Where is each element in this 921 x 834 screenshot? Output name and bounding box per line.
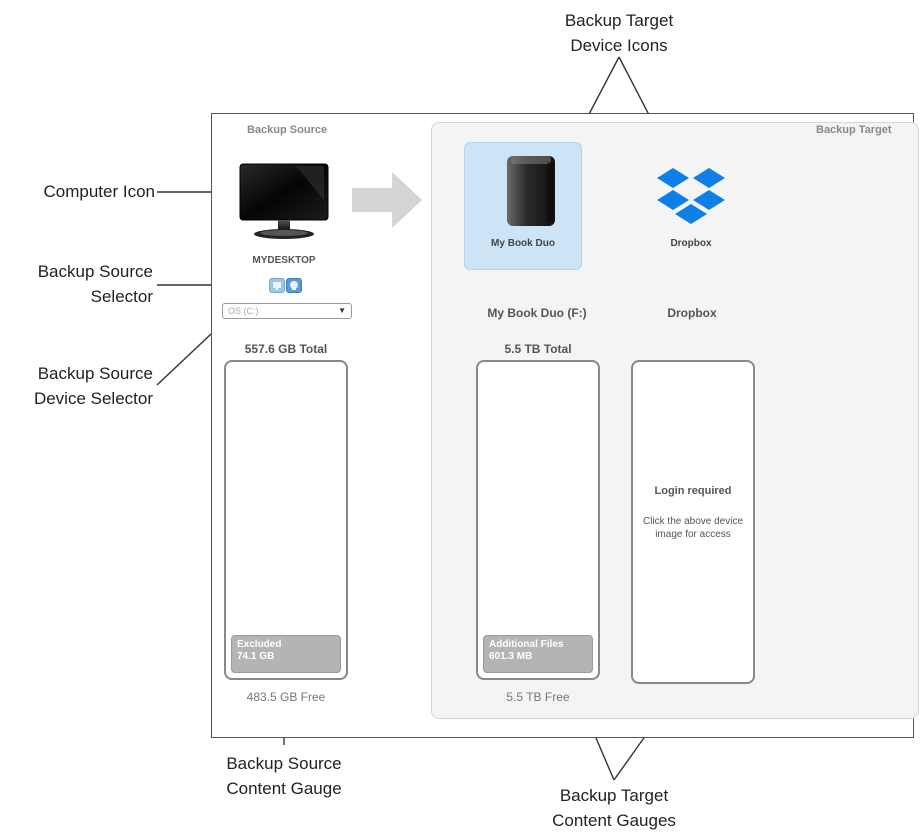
callout-text: Backup Target	[564, 11, 674, 30]
dropbox-icon[interactable]	[656, 164, 726, 228]
device-label-dropbox: Dropbox	[670, 238, 712, 249]
callout-text: Device Icons	[570, 36, 668, 55]
source-free-label: 483.5 GB Free	[246, 690, 326, 704]
callout-text: Backup Target	[559, 786, 669, 805]
callout-text: Computer Icon	[43, 182, 156, 201]
target1-name: My Book Duo (F:)	[487, 306, 587, 320]
callout-backup-source-device-selector: Backup Source Device Selector	[0, 361, 153, 411]
login-required-title: Login required	[654, 485, 732, 497]
computer-icon[interactable]	[236, 160, 332, 242]
backup-source-title: Backup Source	[247, 124, 328, 136]
source-excluded-fill[interactable]: Excluded 74.1 GB	[231, 635, 341, 673]
callout-target-device-icons: Backup Target Device Icons	[524, 8, 714, 58]
source-computer-button[interactable]	[269, 278, 285, 293]
callout-backup-source-content-gauge: Backup Source Content Gauge	[184, 751, 384, 801]
backup-target-content-gauge-dropbox[interactable]	[631, 360, 755, 684]
device-label-my-book-duo: My Book Duo	[491, 238, 555, 249]
callout-backup-target-content-gauges: Backup Target Content Gauges	[514, 783, 714, 833]
callout-text: Backup Source	[37, 262, 153, 281]
target2-name: Dropbox	[667, 306, 717, 320]
backup-target-content-gauge-my-book-duo: Additional Files 601.3 MB	[476, 360, 600, 680]
network-drive-icon	[290, 281, 298, 290]
fill-label: Additional Files	[489, 639, 564, 650]
backup-target-title: Backup Target	[816, 124, 892, 136]
fill-size: 74.1 GB	[237, 651, 275, 662]
callout-text: Content Gauges	[552, 811, 676, 830]
backup-source-content-gauge: Excluded 74.1 GB	[224, 360, 348, 680]
target1-additional-files-fill[interactable]: Additional Files 601.3 MB	[483, 635, 593, 673]
select-value: OS (C:)	[228, 306, 259, 316]
callout-text: Backup Source	[226, 754, 342, 773]
callout-text: Backup Source	[37, 364, 153, 383]
callout-backup-source-selector: Backup Source Selector	[0, 259, 153, 309]
source-total-label: 557.6 GB Total	[244, 342, 328, 356]
backup-source-device-select[interactable]: OS (C:) ▼	[222, 303, 352, 319]
computer-name: MYDESKTOP	[252, 255, 316, 266]
callout-text: Selector	[90, 287, 153, 306]
fill-label: Excluded	[237, 639, 282, 650]
callout-computer-icon: Computer Icon	[0, 179, 156, 204]
login-required-message: Click the above device image for access	[642, 516, 744, 540]
source-network-button[interactable]	[286, 278, 302, 293]
fill-size: 601.3 MB	[489, 651, 533, 662]
dropdown-caret-icon: ▼	[338, 306, 346, 315]
callout-text: Device Selector	[33, 389, 153, 408]
target1-total-label: 5.5 TB Total	[504, 342, 572, 356]
callout-text: Content Gauge	[226, 779, 342, 798]
target1-free-label: 5.5 TB Free	[506, 690, 570, 704]
external-drive-icon[interactable]	[503, 152, 559, 228]
backup-direction-arrow-icon	[352, 172, 422, 228]
monitor-icon	[273, 282, 281, 290]
